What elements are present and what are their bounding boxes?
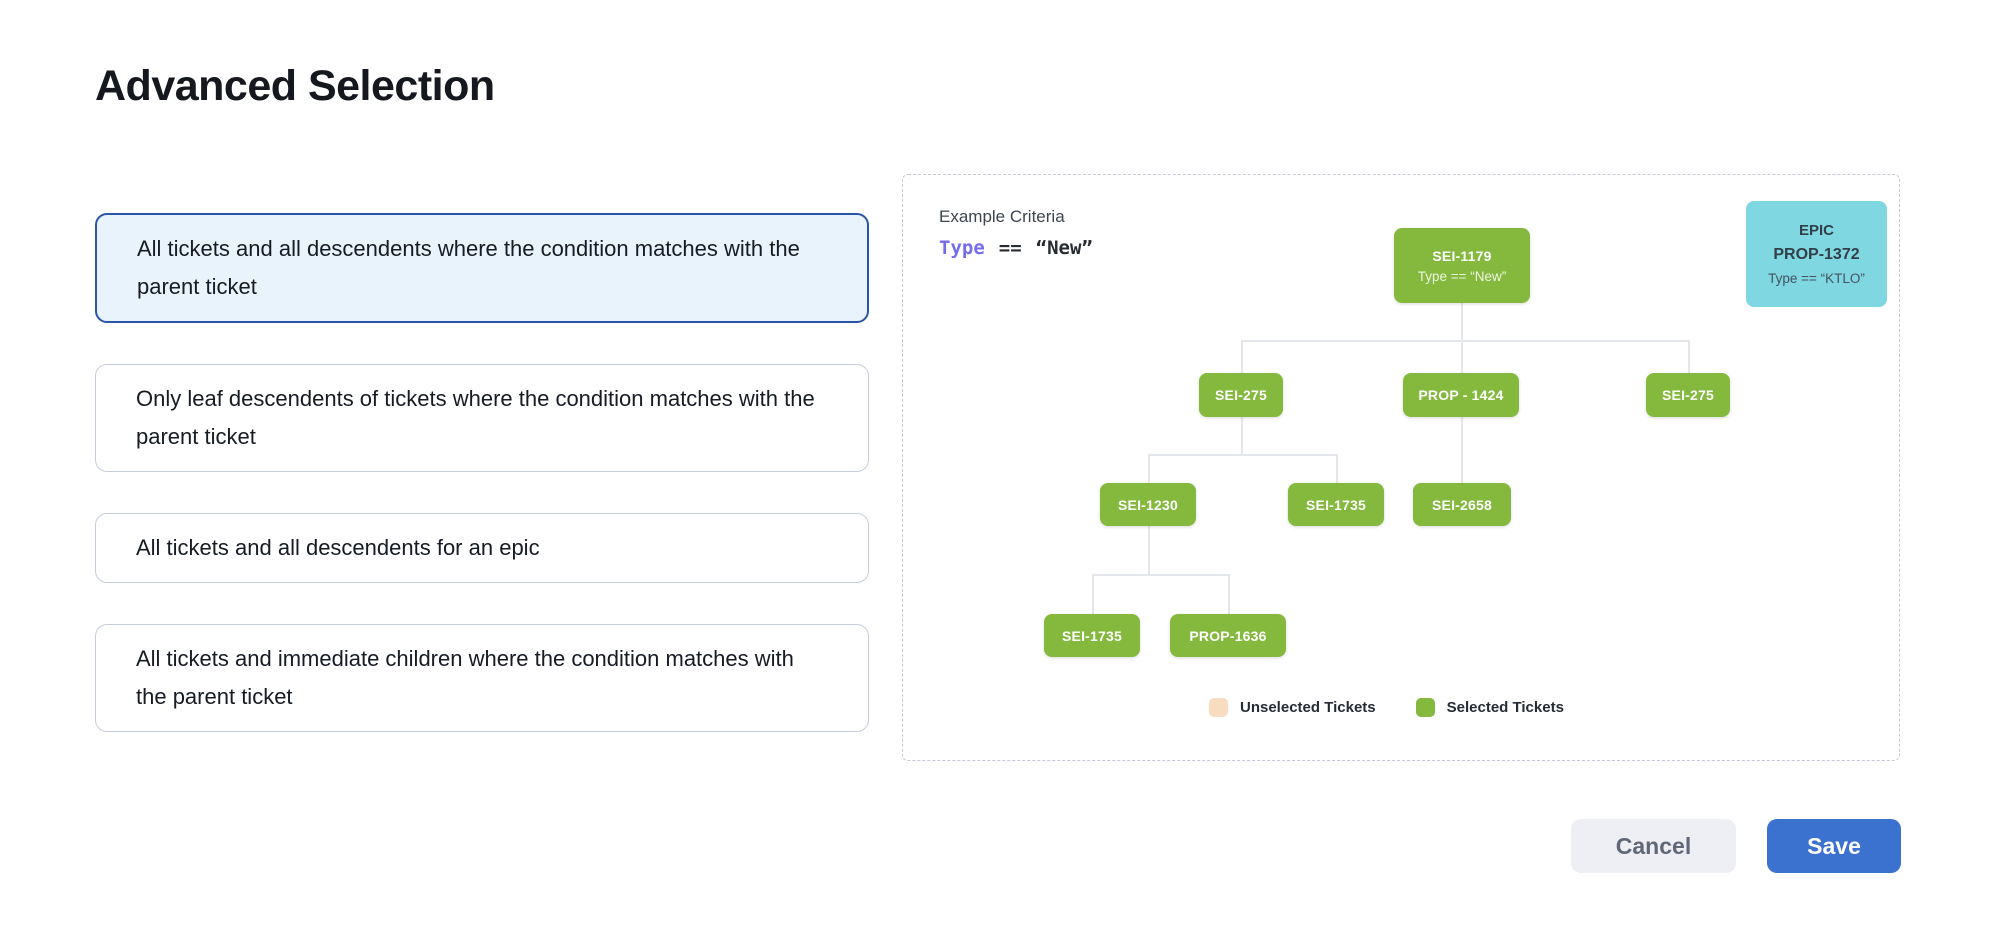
- ticket-id: PROP - 1424: [1418, 387, 1504, 403]
- epic-ticket-id: PROP-1372: [1773, 246, 1860, 263]
- tree-connector: [1461, 303, 1463, 340]
- tree-connector: [1241, 340, 1690, 342]
- ticket-node: SEI-2658: [1413, 483, 1511, 526]
- option-card-immediate-children-condition[interactable]: All tickets and immediate children where…: [95, 624, 869, 732]
- ticket-id: SEI-275: [1215, 387, 1267, 403]
- tree-connector: [1336, 454, 1338, 483]
- ticket-node: SEI-275: [1646, 373, 1730, 417]
- legend-item-unselected: Unselected Tickets: [1209, 698, 1376, 717]
- ticket-condition: Type == “New”: [1417, 268, 1507, 284]
- option-label: Only leaf descendents of tickets where t…: [136, 386, 815, 449]
- tree-connector: [1228, 574, 1230, 614]
- option-label: All tickets and immediate children where…: [136, 646, 794, 709]
- ticket-node: SEI-1735: [1288, 483, 1384, 526]
- save-button[interactable]: Save: [1767, 819, 1901, 873]
- ticket-id: SEI-1230: [1118, 496, 1178, 513]
- tree-connector: [1461, 417, 1463, 483]
- legend-item-selected: Selected Tickets: [1415, 698, 1564, 717]
- tree-connector: [1688, 340, 1690, 373]
- ticket-id: PROP-1636: [1189, 627, 1267, 644]
- epic-condition: Type == “KTLO”: [1768, 271, 1865, 286]
- legend-label: Unselected Tickets: [1240, 699, 1376, 716]
- tree-connector: [1148, 454, 1150, 483]
- ticket-node: SEI-275: [1199, 373, 1283, 417]
- ticket-node: PROP - 1424: [1403, 373, 1519, 417]
- ticket-id: SEI-1735: [1306, 496, 1366, 513]
- example-criteria-heading: Example Criteria: [939, 207, 1065, 226]
- ticket-node-root: SEI-1179 Type == “New”: [1394, 228, 1530, 303]
- selected-swatch-icon: [1415, 698, 1435, 717]
- criteria-expression: Type == “New”: [939, 237, 1093, 259]
- option-card-leaf-descendents-condition[interactable]: Only leaf descendents of tickets where t…: [95, 364, 869, 472]
- page-title: Advanced Selection: [95, 62, 495, 110]
- epic-card: EPIC PROP-1372 Type == “KTLO”: [1746, 201, 1887, 307]
- option-list: All tickets and all descendents where th…: [95, 213, 869, 773]
- tree-connector: [1241, 417, 1243, 454]
- tree-connector: [1148, 526, 1150, 574]
- criteria-field: Type: [939, 237, 985, 259]
- option-label: All tickets and all descendents where th…: [137, 236, 800, 299]
- tree-connector: [1148, 454, 1338, 456]
- legend-label: Selected Tickets: [1446, 699, 1564, 716]
- option-label: All tickets and all descendents for an e…: [136, 535, 540, 560]
- option-card-all-descendents-condition[interactable]: All tickets and all descendents where th…: [95, 213, 869, 323]
- tree-connector: [1092, 574, 1094, 614]
- ticket-node: SEI-1230: [1100, 483, 1196, 526]
- option-card-all-descendents-epic[interactable]: All tickets and all descendents for an e…: [95, 513, 869, 583]
- tree-connector: [1241, 340, 1243, 373]
- ticket-node: PROP-1636: [1170, 614, 1286, 657]
- epic-type-label: EPIC: [1798, 222, 1834, 239]
- example-diagram-panel: Example Criteria Type == “New” EPIC PROP-1…: [902, 174, 1900, 761]
- criteria-operator: ==: [998, 237, 1022, 259]
- ticket-id: SEI-1179: [1432, 247, 1492, 264]
- cancel-button[interactable]: Cancel: [1571, 819, 1736, 873]
- criteria-value: “New”: [1035, 237, 1093, 259]
- ticket-id: SEI-1735: [1062, 627, 1122, 644]
- legend: Unselected Tickets Selected Tickets: [1209, 698, 1564, 717]
- ticket-id: SEI-275: [1662, 387, 1714, 403]
- ticket-node: SEI-1735: [1044, 614, 1140, 657]
- tree-connector: [1092, 574, 1230, 576]
- ticket-id: SEI-2658: [1432, 496, 1492, 513]
- unselected-swatch-icon: [1209, 698, 1228, 717]
- tree-connector: [1461, 340, 1463, 373]
